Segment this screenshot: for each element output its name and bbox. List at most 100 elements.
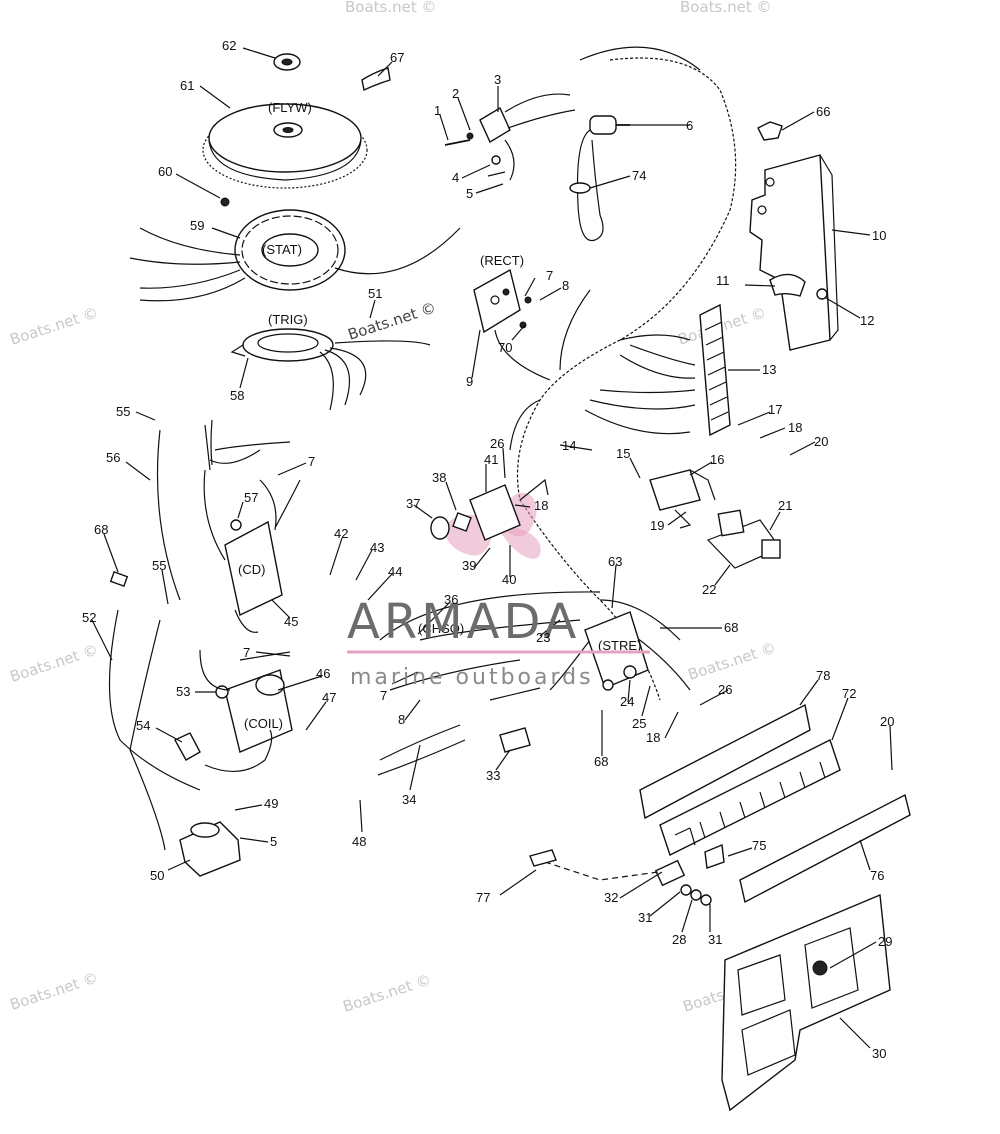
callout-20: 20: [814, 434, 828, 449]
callout-53: 53: [176, 684, 190, 699]
callout-63: 63: [608, 554, 622, 569]
armada-brand-watermark: ARMADA marine outboards: [347, 594, 650, 690]
jumper-part: [704, 844, 725, 869]
leader-lines: [91, 47, 893, 1049]
tag-starter-relay: (STRE): [598, 638, 641, 653]
switch-part: [179, 821, 241, 877]
starter-solenoid-part: [584, 611, 649, 691]
callout-68: 68: [724, 620, 738, 635]
flywheel-key-part: [361, 67, 391, 92]
callout-25: 25: [632, 716, 646, 731]
lead-wire-part: [377, 724, 466, 776]
callout-59: 59: [190, 218, 204, 233]
watermark-text: Boats.net ©: [345, 0, 437, 16]
callout-15: 15: [616, 446, 630, 461]
spark-plug-boot-part: [174, 732, 201, 761]
flywheel-part: [202, 103, 368, 189]
callout-47: 47: [322, 690, 336, 705]
tag-choke-solenoid: (CHSO): [418, 621, 464, 636]
callout-7: 7: [546, 268, 553, 283]
callout-41: 41: [484, 452, 498, 467]
callout-48: 48: [352, 834, 366, 849]
callout-16: 16: [710, 452, 724, 467]
callout-18: 18: [646, 730, 660, 745]
ignition-coil-part: [199, 649, 293, 773]
callout-23: 23: [536, 630, 550, 645]
relay-part: [430, 478, 549, 541]
main-wire-harness: [494, 46, 737, 701]
terminal-strip-part: [639, 703, 911, 904]
callout-22: 22: [702, 582, 716, 597]
callout-76: 76: [870, 868, 884, 883]
mounting-bracket-part: [749, 154, 839, 351]
stator-screw-part: [220, 197, 230, 207]
callout-18: 18: [788, 420, 802, 435]
key-switch-part: [569, 115, 630, 242]
callout-8: 8: [562, 278, 569, 293]
callout-7: 7: [243, 645, 250, 660]
rectifier-part: [473, 268, 532, 334]
callout-28: 28: [672, 932, 686, 947]
callout-36: 36: [444, 592, 458, 607]
callout-5: 5: [466, 186, 473, 201]
choke-wire-part: [379, 591, 601, 753]
callout-45: 45: [284, 614, 298, 629]
callout-70: 70: [498, 340, 512, 355]
callout-7: 7: [380, 688, 387, 703]
callout-21: 21: [778, 498, 792, 513]
callout-26: 26: [490, 436, 504, 451]
callout-4: 4: [452, 170, 459, 185]
callout-60: 60: [158, 164, 172, 179]
callout-56: 56: [106, 450, 120, 465]
callout-12: 12: [860, 313, 874, 328]
callout-30: 30: [872, 1046, 886, 1061]
callout-29: 29: [878, 934, 892, 949]
callout-61: 61: [180, 78, 194, 93]
callout-66: 66: [816, 104, 830, 119]
watermark-text: Boats.net ©: [346, 298, 439, 343]
watermark-text: Boats.net ©: [8, 303, 101, 348]
tag-rectifier: (RECT): [480, 253, 524, 268]
watermark-text: Boats.net ©: [686, 638, 779, 683]
callout-50: 50: [150, 868, 164, 883]
callout-57: 57: [244, 490, 258, 505]
callout-34: 34: [402, 792, 416, 807]
watermark-text: Boats.net ©: [680, 0, 772, 16]
callout-38: 38: [432, 470, 446, 485]
callout-54: 54: [136, 718, 150, 733]
part-tags: (FLYW) (STAT) (TRIG) (RECT) (CD) (COIL) …: [238, 100, 641, 731]
switch-bracket-part: [444, 93, 576, 181]
callout-2: 2: [452, 86, 459, 101]
callout-68: 68: [94, 522, 108, 537]
callout-33: 33: [486, 768, 500, 783]
callout-49: 49: [264, 796, 278, 811]
stator-part: [129, 209, 461, 302]
callout-9: 9: [466, 374, 473, 389]
callout-numbers: 62 67 61 1 2 3 6 66 4 5 74 60 10 59 7 8 …: [82, 38, 894, 1061]
callout-3: 3: [494, 72, 501, 87]
callout-18: 18: [534, 498, 548, 513]
callout-44: 44: [388, 564, 402, 579]
tag-flywheel: (FLYW): [268, 100, 312, 115]
terminal-block-part: [699, 303, 731, 437]
callout-74: 74: [632, 168, 646, 183]
callout-31: 31: [708, 932, 722, 947]
callout-58: 58: [230, 388, 244, 403]
tag-cd-module: (CD): [238, 562, 265, 577]
solenoid-assembly-part: [649, 469, 781, 569]
callout-5: 5: [270, 834, 277, 849]
brand-name: ARMADA: [347, 594, 580, 650]
tag-coil: (COIL): [244, 716, 283, 731]
callout-77: 77: [476, 890, 490, 905]
callout-1: 1: [434, 103, 441, 118]
brand-subtitle: marine outboards: [350, 665, 594, 690]
callout-24: 24: [620, 694, 634, 709]
callout-39: 39: [462, 558, 476, 573]
callout-51: 51: [368, 286, 382, 301]
ground-wires: [108, 429, 201, 851]
clamp-part: [769, 273, 806, 297]
callout-10: 10: [872, 228, 886, 243]
callout-32: 32: [604, 890, 618, 905]
callout-20: 20: [880, 714, 894, 729]
